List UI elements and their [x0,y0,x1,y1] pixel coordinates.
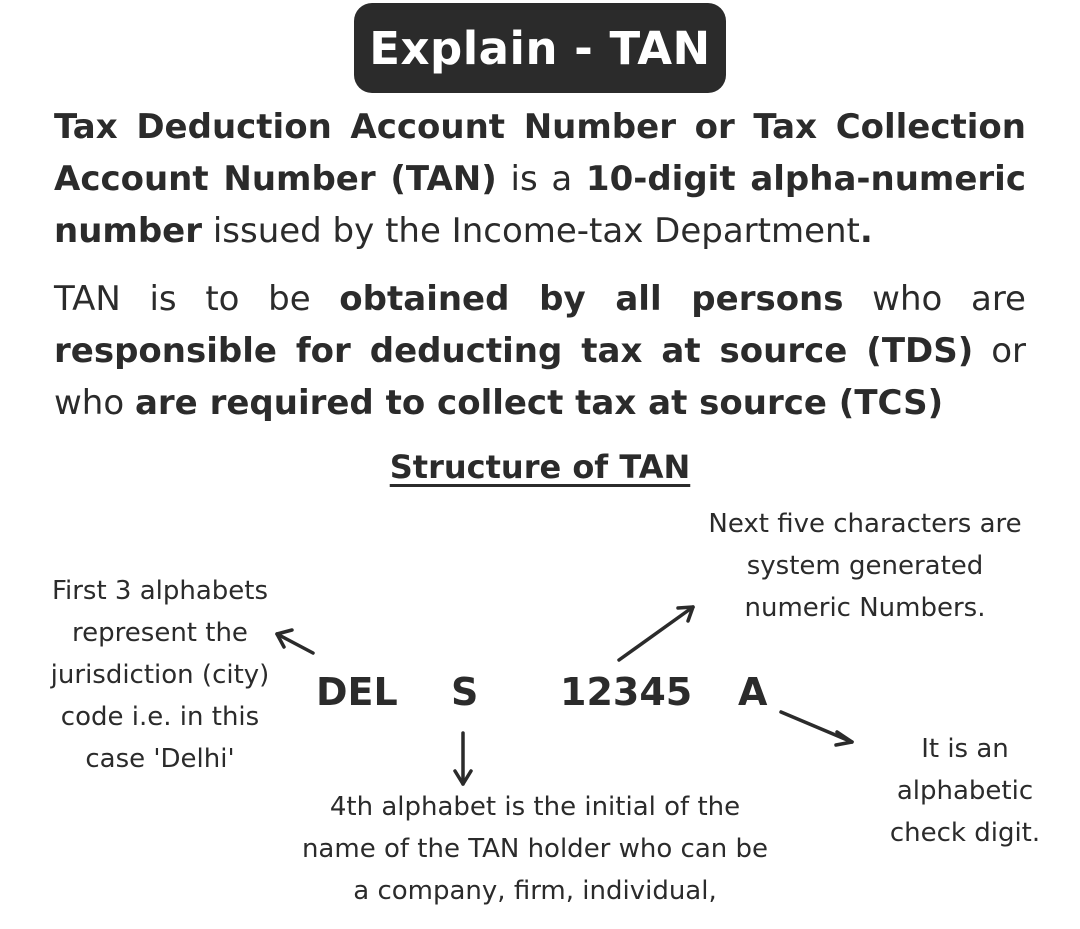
obligation-text-or: or who [54,331,1027,423]
intro-text-issuer: issued by the Income-tax Department [202,211,860,251]
intro-bold-term: Tax Deduction Account Number or Tax Coll… [54,107,1026,199]
page-title: Explain - TAN [369,21,711,75]
arrow-to-holder-initial-icon [453,731,473,786]
intro-paragraph: Tax Deduction Account Number or Tax Coll… [54,101,1026,257]
check-digit-label: It is an alphabetic check digit. [889,734,1041,848]
obligation-bold-tds: responsible for deducting tax at source … [54,331,974,371]
intro-period: . [859,211,873,251]
intro-bold-format: 10-digit alpha-numeric number [54,159,1026,251]
page-title-badge: Explain - TAN [354,3,726,93]
arrow-to-system-generated-icon [617,605,695,662]
obligation-bold-persons: obtained by all persons [339,279,844,319]
obligation-text-who: who are [843,279,1026,319]
tan-holder-initial: S [451,670,479,714]
intro-text: is a [496,159,586,199]
structure-heading: Structure of TAN [389,448,691,486]
arrow-to-check-digit-icon [779,710,854,747]
tan-check-digit: A [738,670,768,714]
tan-system-number: 12345 [560,670,693,714]
obligation-text: TAN is to be [54,279,340,319]
tan-city-code: DEL [316,670,398,714]
obligation-paragraph: TAN is to be obtained by all persons who… [54,273,1026,429]
obligation-bold-tcs: are required to collect tax at source (T… [134,383,944,423]
system-generated-label: Next five characters are system generate… [708,509,1022,623]
city-code-label: First 3 alphabets represent the jurisdic… [50,576,270,774]
holder-initial-label: 4th alphabet is the initial of the name … [301,792,769,906]
arrow-to-city-code-icon [275,628,315,655]
